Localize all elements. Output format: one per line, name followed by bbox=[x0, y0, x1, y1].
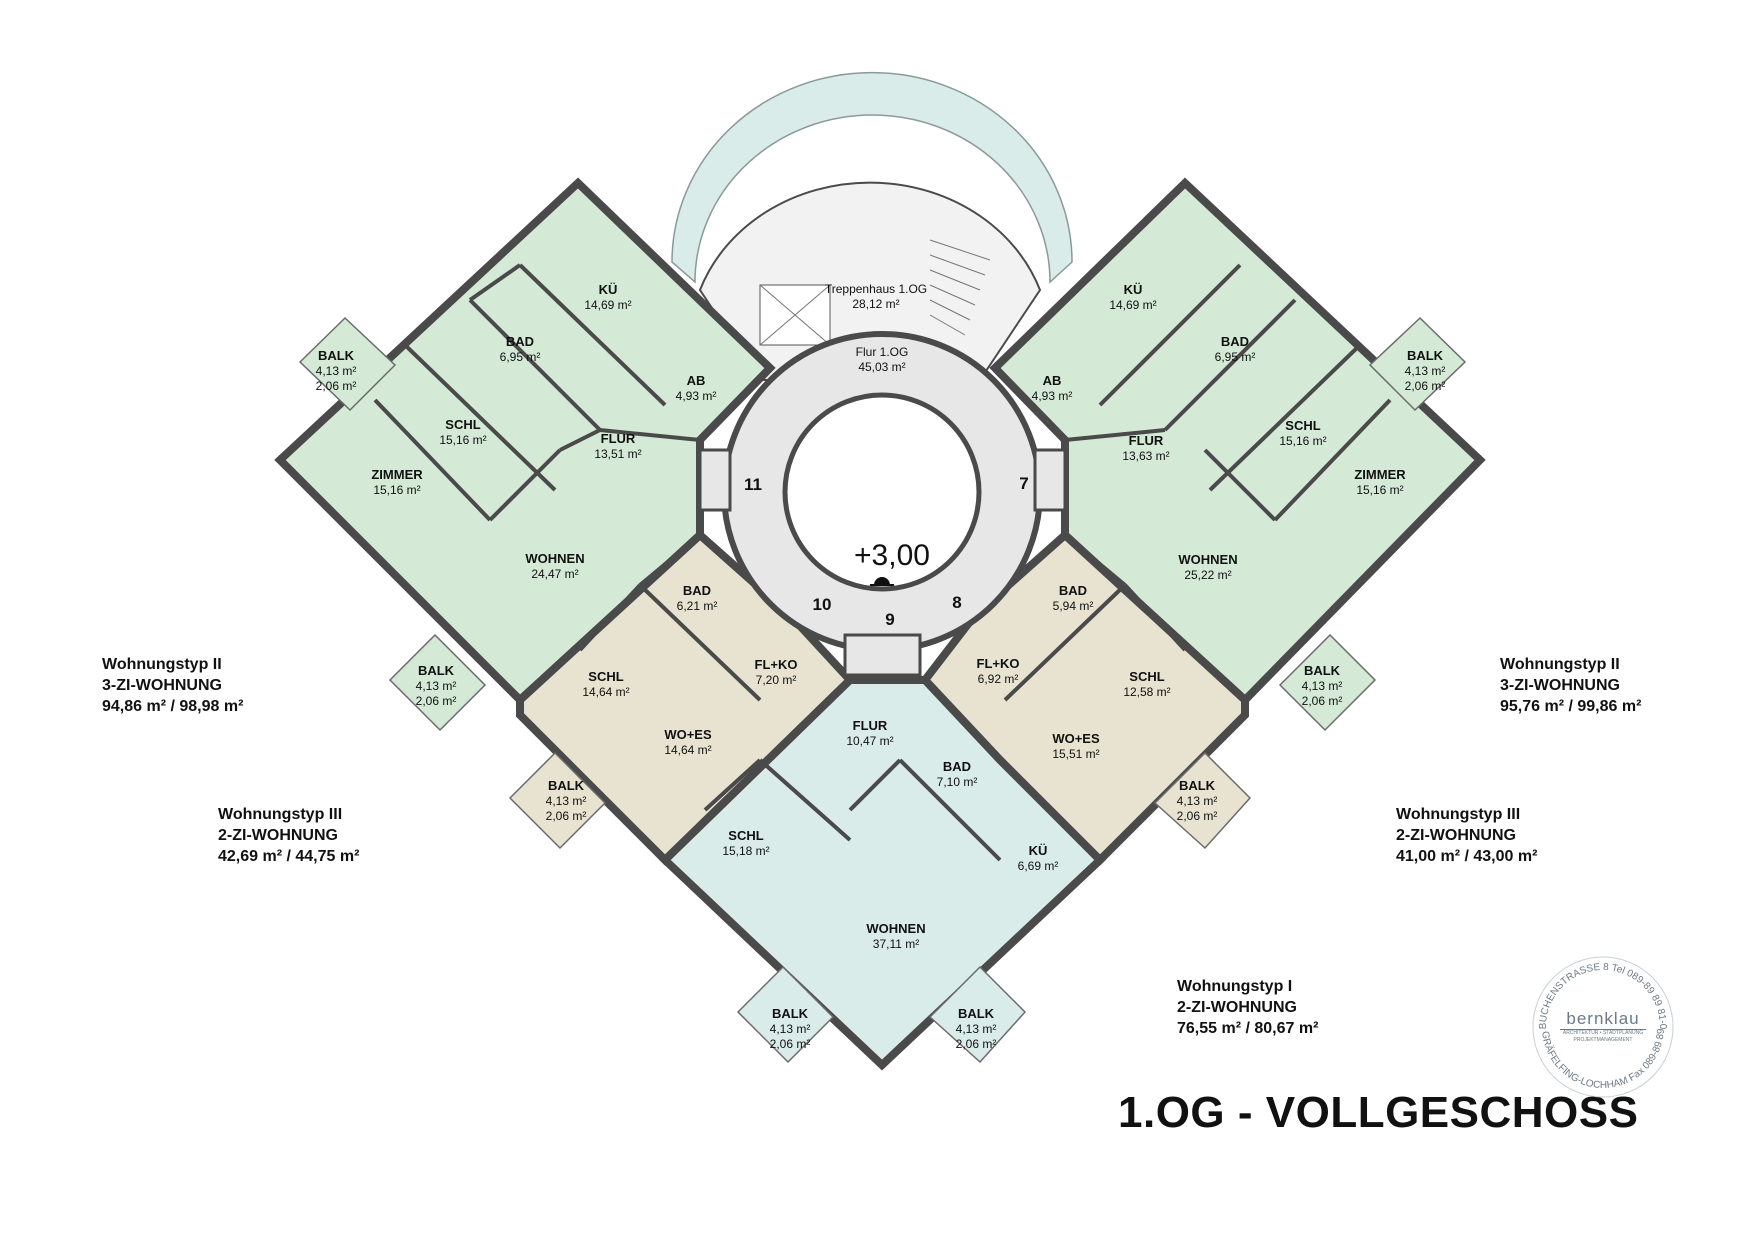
balcony-left-low bbox=[508, 751, 607, 850]
stamp-sub1: ARCHITEKTUR • STADTPLANUNG bbox=[1562, 1030, 1644, 1036]
stamp-sub2: PROJEKTMANAGEMENT bbox=[1573, 1036, 1633, 1043]
stair-steps bbox=[759, 239, 991, 346]
stamp-logo: bernklau ARCHITEKTUR • STADTPLANUNG PROJ… bbox=[1560, 1009, 1646, 1043]
balcony-bottom-left bbox=[736, 965, 835, 1064]
unit-number: 9 bbox=[885, 610, 895, 629]
balcony-left-top bbox=[298, 316, 397, 412]
entry-nub-9 bbox=[843, 633, 922, 677]
stamp-brand: bernklau bbox=[1560, 1009, 1646, 1030]
page-title: 1.OG - VOLLGESCHOSS bbox=[1118, 1088, 1639, 1137]
unit-number: 10 bbox=[812, 595, 832, 614]
unit-number: 7 bbox=[1019, 474, 1029, 493]
unit-bottom-2zi bbox=[659, 676, 1106, 1071]
entry-nub-7 bbox=[1033, 448, 1067, 512]
architect-stamp: BUCHENSTRASSE 8 Tel 089-89 89 81-0 82166… bbox=[1525, 944, 1678, 1102]
balcony-left-mid bbox=[388, 633, 487, 732]
elevation-marker bbox=[870, 577, 894, 586]
balcony-right-mid bbox=[1278, 633, 1377, 732]
unit-number: 8 bbox=[952, 593, 962, 612]
balcony-bottom-right bbox=[928, 965, 1027, 1064]
stamp-ring: BUCHENSTRASSE 8 Tel 089-89 89 81-0 82166… bbox=[1525, 944, 1674, 1098]
entry-nub-11 bbox=[698, 448, 732, 512]
atrium bbox=[782, 392, 982, 592]
elevation-label: +3,00 bbox=[854, 539, 930, 572]
unit-number: 11 bbox=[744, 475, 762, 494]
balcony-right-top bbox=[1368, 316, 1467, 412]
stair-outer-arc bbox=[671, 71, 1073, 284]
balconies bbox=[298, 316, 1467, 1064]
partition-walls bbox=[373, 263, 1392, 862]
balcony-right-low bbox=[1153, 751, 1252, 850]
